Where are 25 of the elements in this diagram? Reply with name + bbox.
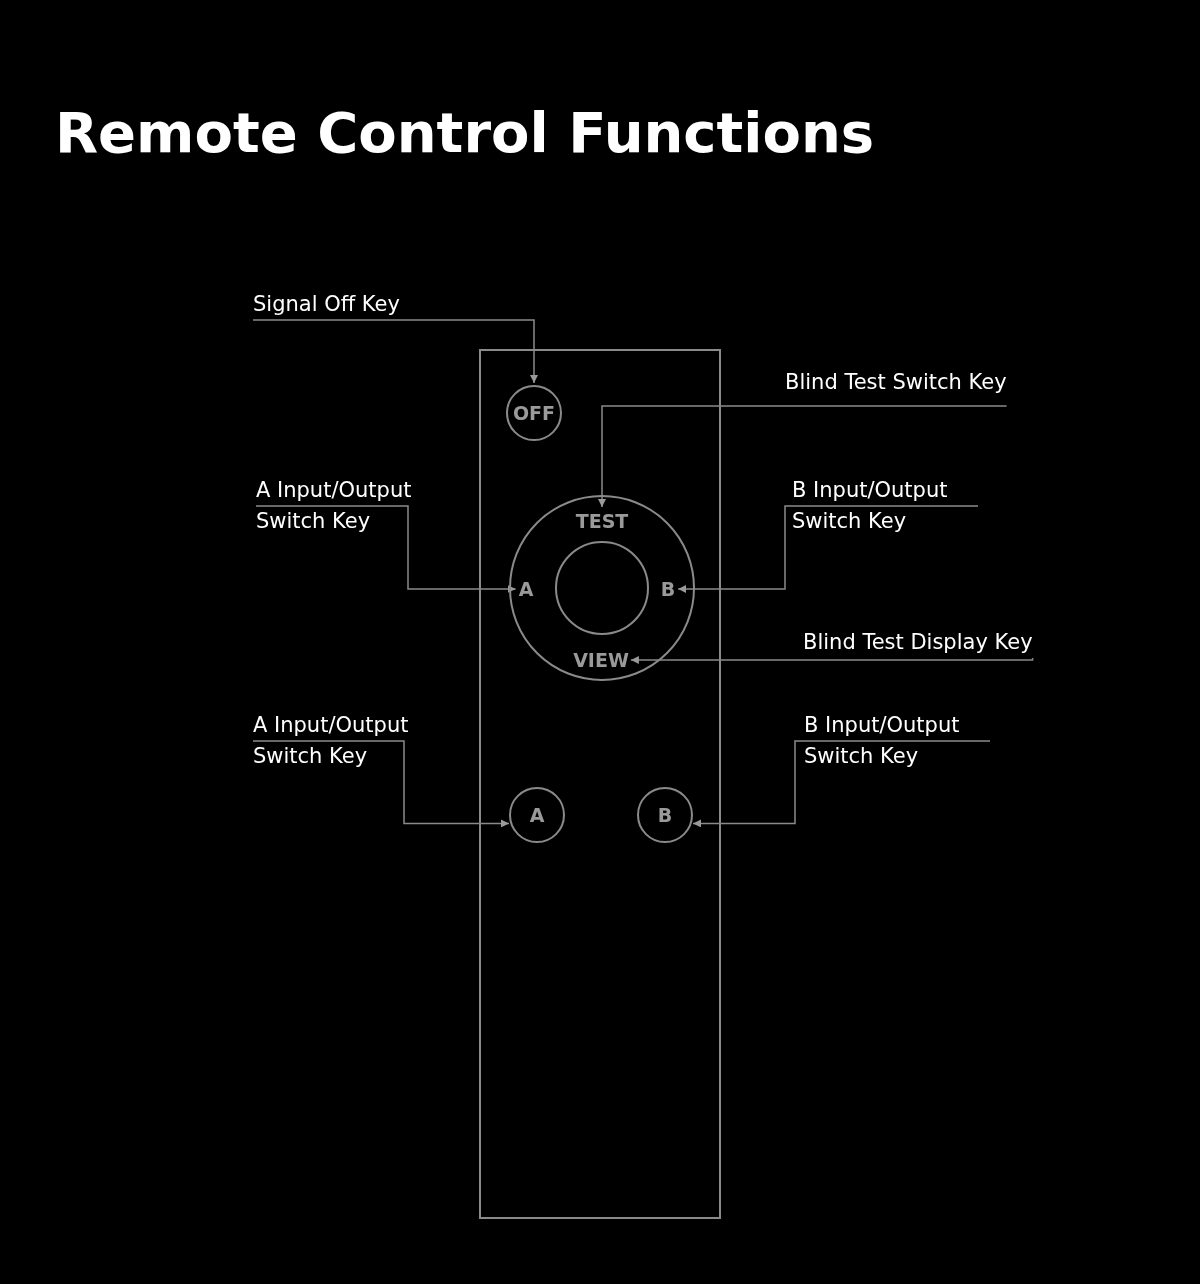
- callout-label: Blind Test Switch Key: [785, 367, 1007, 398]
- key-label: VIEW: [573, 649, 629, 671]
- callout-label: B Input/Output Switch Key: [804, 710, 990, 772]
- callout-label: Blind Test Display Key: [803, 627, 1033, 658]
- off-button: OFF: [506, 385, 562, 441]
- page-title: Remote Control Functions: [55, 100, 875, 165]
- leader-line: [252, 319, 538, 384]
- round-button: A: [509, 787, 565, 843]
- round-button: B: [637, 787, 693, 843]
- callout-label: A Input/Output Switch Key: [256, 475, 442, 537]
- callout-label: B Input/Output Switch Key: [792, 475, 978, 537]
- center-button: [555, 541, 649, 635]
- leader-line: [630, 656, 1034, 664]
- leader-line: [255, 505, 517, 593]
- round-key-ring: [509, 495, 695, 681]
- callout-label: Signal Off Key: [253, 289, 400, 320]
- remote-control-body: [479, 349, 721, 1219]
- leader-line: [252, 740, 510, 828]
- leader-line: [598, 405, 1008, 508]
- leader-line: [677, 505, 979, 593]
- key-label: A: [518, 578, 534, 600]
- leader-line: [692, 740, 991, 828]
- key-label: TEST: [575, 510, 629, 532]
- callout-label: A Input/Output Switch Key: [253, 710, 439, 772]
- key-label: B: [660, 578, 676, 600]
